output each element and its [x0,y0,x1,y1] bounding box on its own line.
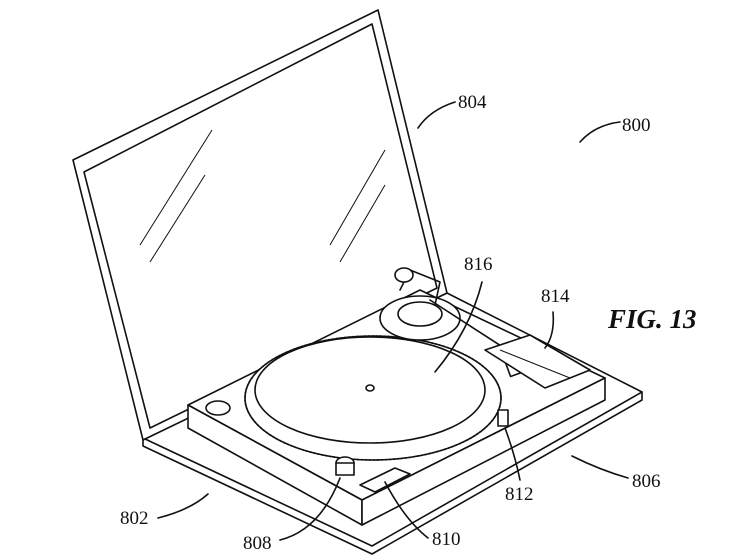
ref-800: 800 [622,115,651,136]
ref-804: 804 [458,92,487,113]
ref-808: 808 [243,533,272,554]
ref-814: 814 [541,286,570,307]
ref-816: 816 [464,254,493,275]
ref-810: 810 [432,529,461,550]
leader-lines [157,101,629,541]
ref-806: 806 [632,471,661,492]
turntable [187,267,606,526]
figure-title: FIG. 13 [607,304,697,334]
knob-icon [205,400,231,416]
ref-812: 812 [505,484,534,505]
ref-802: 802 [120,508,149,529]
spindle [365,384,375,392]
